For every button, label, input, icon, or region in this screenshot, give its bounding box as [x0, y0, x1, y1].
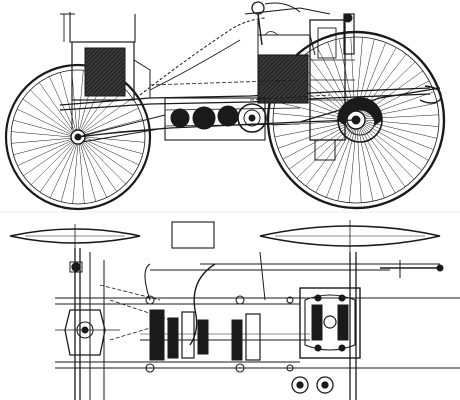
rear-seat [60, 12, 151, 130]
wheel-spoke [78, 143, 85, 204]
wheel-spoke [11, 137, 72, 144]
steering-column [251, 1, 301, 46]
rear-wheel [4, 63, 152, 211]
wheel-spoke [277, 123, 348, 149]
front-seat-cushion [257, 54, 309, 104]
wheel-spoke [84, 137, 143, 155]
wheel-spoke [49, 143, 76, 199]
steering-pin-plan [380, 260, 444, 278]
wheel-spoke [23, 141, 73, 177]
wheel-spoke [17, 140, 73, 166]
wheel-spoke [83, 141, 126, 185]
flywheel [337, 97, 383, 143]
front-seat [244, 7, 331, 104]
wheel-spoke [30, 89, 73, 133]
wheel-spoke [72, 143, 79, 204]
frame-rails-plan [55, 263, 460, 369]
wheel-spoke [11, 131, 72, 138]
wheel-spoke [364, 123, 429, 161]
body-outline [139, 17, 266, 96]
rear-wheel-plan [9, 224, 141, 248]
wheel-spoke [362, 125, 415, 180]
wheel-spoke [364, 122, 434, 150]
plan-view [9, 220, 460, 400]
wheel-spoke [359, 128, 385, 199]
wheel-spoke [38, 82, 74, 132]
gear [170, 108, 190, 128]
wheel-spoke [363, 124, 423, 171]
wheel-spoke [82, 142, 118, 192]
wheel-spoke [306, 52, 351, 114]
wheel-spoke [49, 76, 75, 132]
wheel-spoke [13, 119, 72, 137]
front-axle-plan [259, 251, 357, 400]
wheel-spoke [84, 118, 143, 135]
wheel-spoke [361, 126, 406, 188]
transmission [164, 97, 301, 141]
wheel-spoke [84, 136, 145, 143]
wheel-spoke [288, 125, 350, 170]
wheel-spoke [16, 108, 72, 135]
wheel-spoke [282, 124, 349, 160]
wheel-spoke [59, 72, 76, 131]
gear-stack-plan [140, 309, 310, 361]
wheel-spoke [83, 140, 134, 176]
wheel-spoke [326, 128, 354, 198]
ball-joints [145, 295, 294, 373]
wheel-spoke [60, 143, 78, 202]
wheel-spoke [305, 127, 352, 187]
steering-linkage-plan [189, 263, 216, 346]
gear [192, 106, 216, 130]
seat-plan [171, 221, 215, 249]
rear-seat-cushion [84, 47, 126, 97]
side-elevation-view [4, 1, 446, 211]
wheel-spoke [83, 108, 139, 134]
wheel-spoke [80, 143, 97, 202]
wheel-spoke [83, 97, 133, 133]
wheel-spoke [296, 126, 351, 179]
differential-plan [55, 309, 120, 356]
wheel-spoke [13, 139, 72, 156]
wheel-spoke [22, 98, 73, 134]
wheel-spoke [81, 142, 107, 198]
wheel-spoke [39, 142, 75, 193]
wheel-spoke [274, 101, 348, 119]
wheel-spoke [84, 139, 140, 166]
engine-block [309, 13, 355, 161]
front-wheel-plan [259, 220, 441, 252]
wheel-spoke [360, 127, 396, 194]
wheel-spoke [358, 128, 374, 202]
engine-plan [299, 287, 361, 359]
wheel-spoke [30, 142, 74, 185]
wheel-spoke [274, 122, 348, 138]
